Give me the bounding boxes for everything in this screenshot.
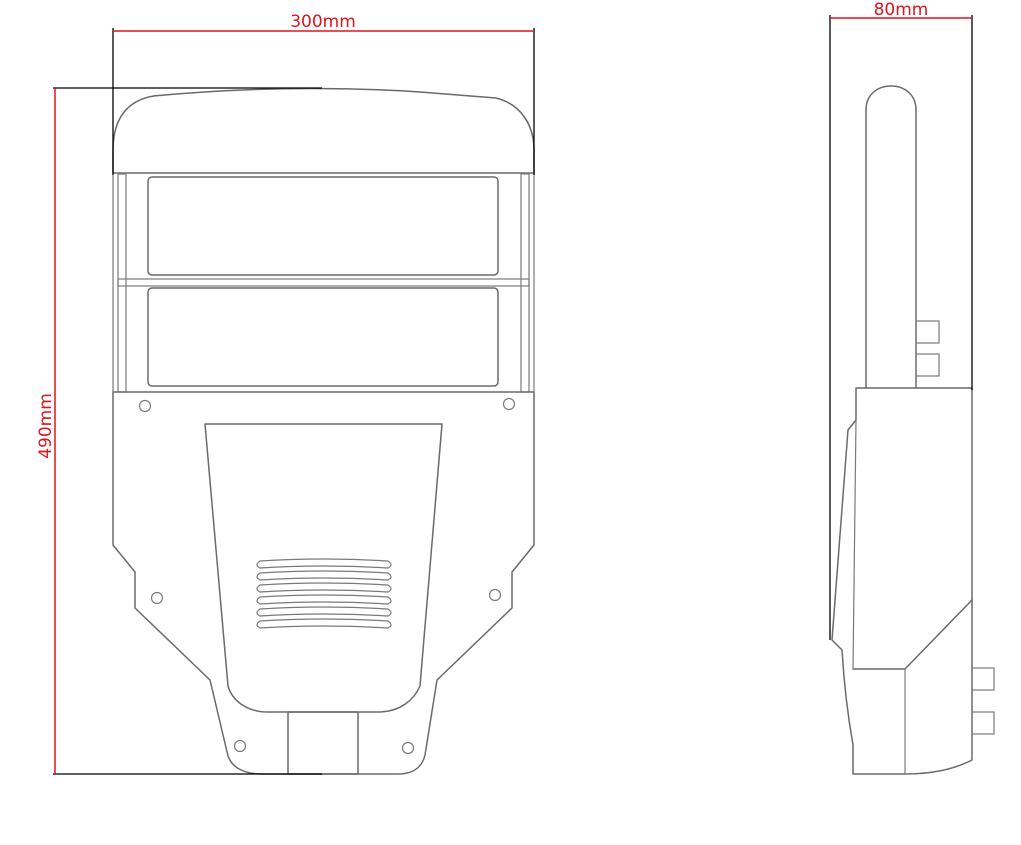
- front-hood: [112, 87, 535, 174]
- pole-clamp: [287, 711, 359, 775]
- mount-hole-top-right: [502, 397, 516, 411]
- side-clamp-block: [852, 599, 973, 670]
- side-connector-upper-2: [915, 353, 940, 377]
- vent-slot: [256, 606, 392, 617]
- side-body-inner-line: [852, 419, 857, 670]
- depth-dimension: 80mm: [830, 0, 972, 20]
- driver-cover: [204, 423, 443, 713]
- front-extension-lines: [53, 28, 535, 775]
- side-body: [831, 387, 973, 775]
- side-connector-lower-1: [971, 667, 995, 691]
- right-frame-rail: [520, 173, 530, 393]
- center-crossbar: [117, 278, 530, 287]
- mount-hole-bottom-right: [401, 741, 415, 755]
- vent-slot: [256, 594, 392, 605]
- vent-slot: [256, 558, 392, 569]
- mount-hole-mid-left: [150, 591, 164, 605]
- mount-hole-bottom-left: [233, 739, 247, 753]
- side-arm: [865, 85, 917, 389]
- side-view: [831, 85, 995, 775]
- side-connector-lower-2: [971, 711, 995, 735]
- front-view: [112, 87, 535, 775]
- side-extension-lines: [829, 15, 973, 640]
- vent-slot: [256, 618, 392, 629]
- height-dimension: 490mm: [36, 88, 56, 774]
- left-frame-rail: [117, 173, 127, 393]
- mount-hole-top-left: [138, 399, 152, 413]
- led-panel-upper: [147, 176, 499, 276]
- mount-hole-mid-right: [488, 588, 502, 602]
- vent-slots: [256, 558, 392, 629]
- width-dimension-label: 300mm: [290, 12, 356, 32]
- front-body-outline: [112, 391, 535, 775]
- height-dimension-label: 490mm: [36, 393, 56, 459]
- led-panel-lower: [147, 287, 499, 387]
- depth-dimension-label: 80mm: [874, 0, 929, 20]
- width-dimension: 300mm: [113, 12, 534, 32]
- vent-slot: [256, 570, 392, 581]
- side-connector-upper-1: [915, 320, 940, 344]
- vent-slot: [256, 582, 392, 593]
